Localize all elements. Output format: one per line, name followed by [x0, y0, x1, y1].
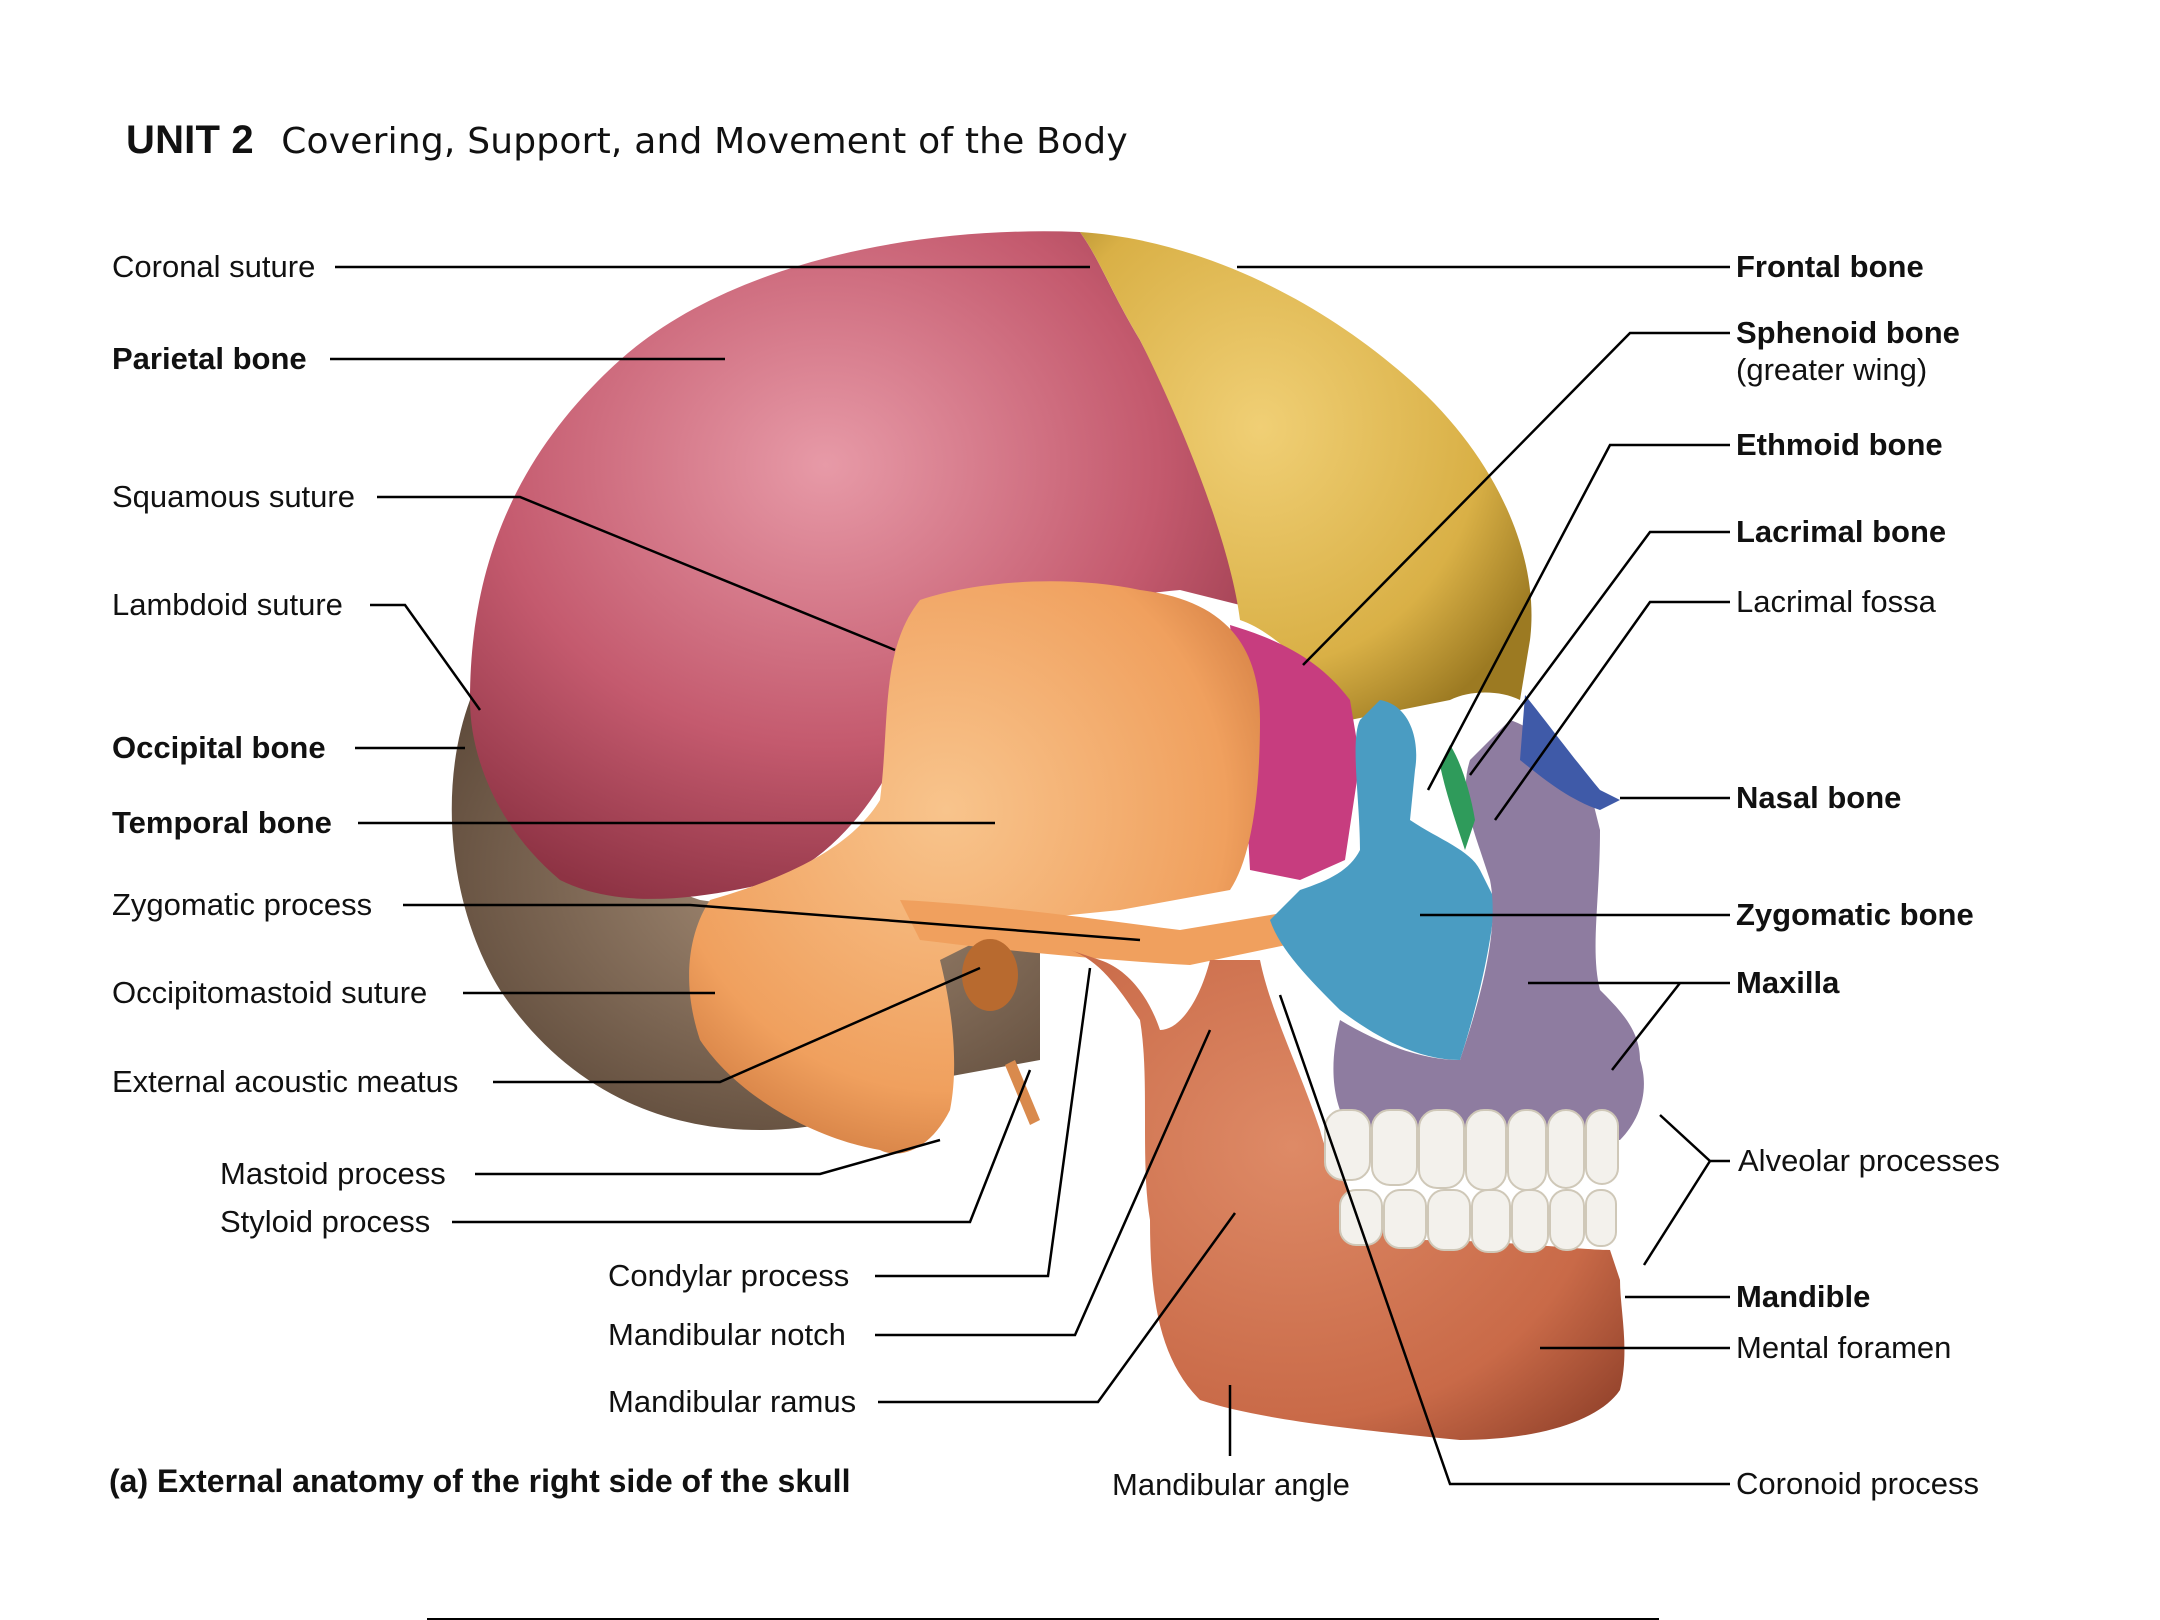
label-lacrimal-fossa: Lacrimal fossa — [1736, 584, 1936, 619]
label-mandibular-ramus: Mandibular ramus — [608, 1384, 857, 1419]
teeth — [1324, 1109, 1619, 1253]
label-external-acoustic-meatus: External acoustic meatus — [112, 1064, 459, 1099]
label-sphenoid-bone: Sphenoid bone — [1736, 315, 1960, 350]
label-mastoid-process: Mastoid process — [220, 1156, 446, 1191]
nasal-bone-shape — [1520, 695, 1620, 810]
sphenoid-bone-shape — [1230, 625, 1360, 880]
label-condylar-process: Condylar process — [608, 1258, 850, 1293]
label-nasal-bone: Nasal bone — [1736, 780, 1902, 815]
label-coronal-suture: Coronal suture — [112, 249, 316, 284]
label-mandibular-notch: Mandibular notch — [608, 1317, 846, 1352]
label-squamous-suture: Squamous suture — [112, 479, 355, 514]
label-lambdoid-suture: Lambdoid suture — [112, 587, 343, 622]
frontal-bone-shape — [1080, 232, 1532, 720]
label-coronoid-process: Coronoid process — [1736, 1466, 1979, 1501]
styloid-process-shape — [1005, 1060, 1040, 1125]
maxilla-shape — [1333, 720, 1644, 1140]
label-sphenoid-subtext: (greater wing) — [1736, 352, 1928, 387]
label-occipital-bone: Occipital bone — [112, 730, 326, 765]
bottom-border-bar — [427, 1618, 1659, 1620]
zygomatic-bone-shape — [1270, 700, 1495, 1060]
label-ethmoid-bone: Ethmoid bone — [1736, 427, 1943, 462]
unit-number: UNIT 2 — [126, 118, 254, 162]
label-zygomatic-bone: Zygomatic bone — [1736, 897, 1974, 932]
label-mandible: Mandible — [1736, 1279, 1871, 1314]
leader-lines — [330, 265, 1730, 1486]
label-lacrimal-bone: Lacrimal bone — [1736, 514, 1947, 549]
label-frontal-bone: Frontal bone — [1736, 249, 1924, 284]
temporal-bone-shape — [689, 581, 1260, 1154]
label-alveolar-processes: Alveolar processes — [1738, 1143, 2000, 1178]
label-mental-foramen: Mental foramen — [1736, 1330, 1952, 1365]
label-temporal-bone: Temporal bone — [112, 805, 332, 840]
parietal-bone-shape — [470, 231, 1260, 899]
label-mandibular-angle: Mandibular angle — [1112, 1467, 1350, 1502]
ethmoid-bone-shape — [1440, 745, 1475, 850]
label-zygomatic-process: Zygomatic process — [112, 887, 373, 922]
unit-title: Covering, Support, and Movement of the B… — [281, 121, 1128, 162]
label-occipitomastoid-suture: Occipitomastoid suture — [112, 975, 428, 1010]
label-parietal-bone: Parietal bone — [112, 341, 307, 376]
figure-caption: (a) External anatomy of the right side o… — [109, 1463, 851, 1499]
label-maxilla: Maxilla — [1736, 965, 1840, 1000]
external-acoustic-meatus-shape — [962, 939, 1018, 1011]
label-styloid-process: Styloid process — [220, 1204, 431, 1239]
page-header: UNIT 2 Covering, Support, and Movement o… — [126, 118, 1128, 163]
